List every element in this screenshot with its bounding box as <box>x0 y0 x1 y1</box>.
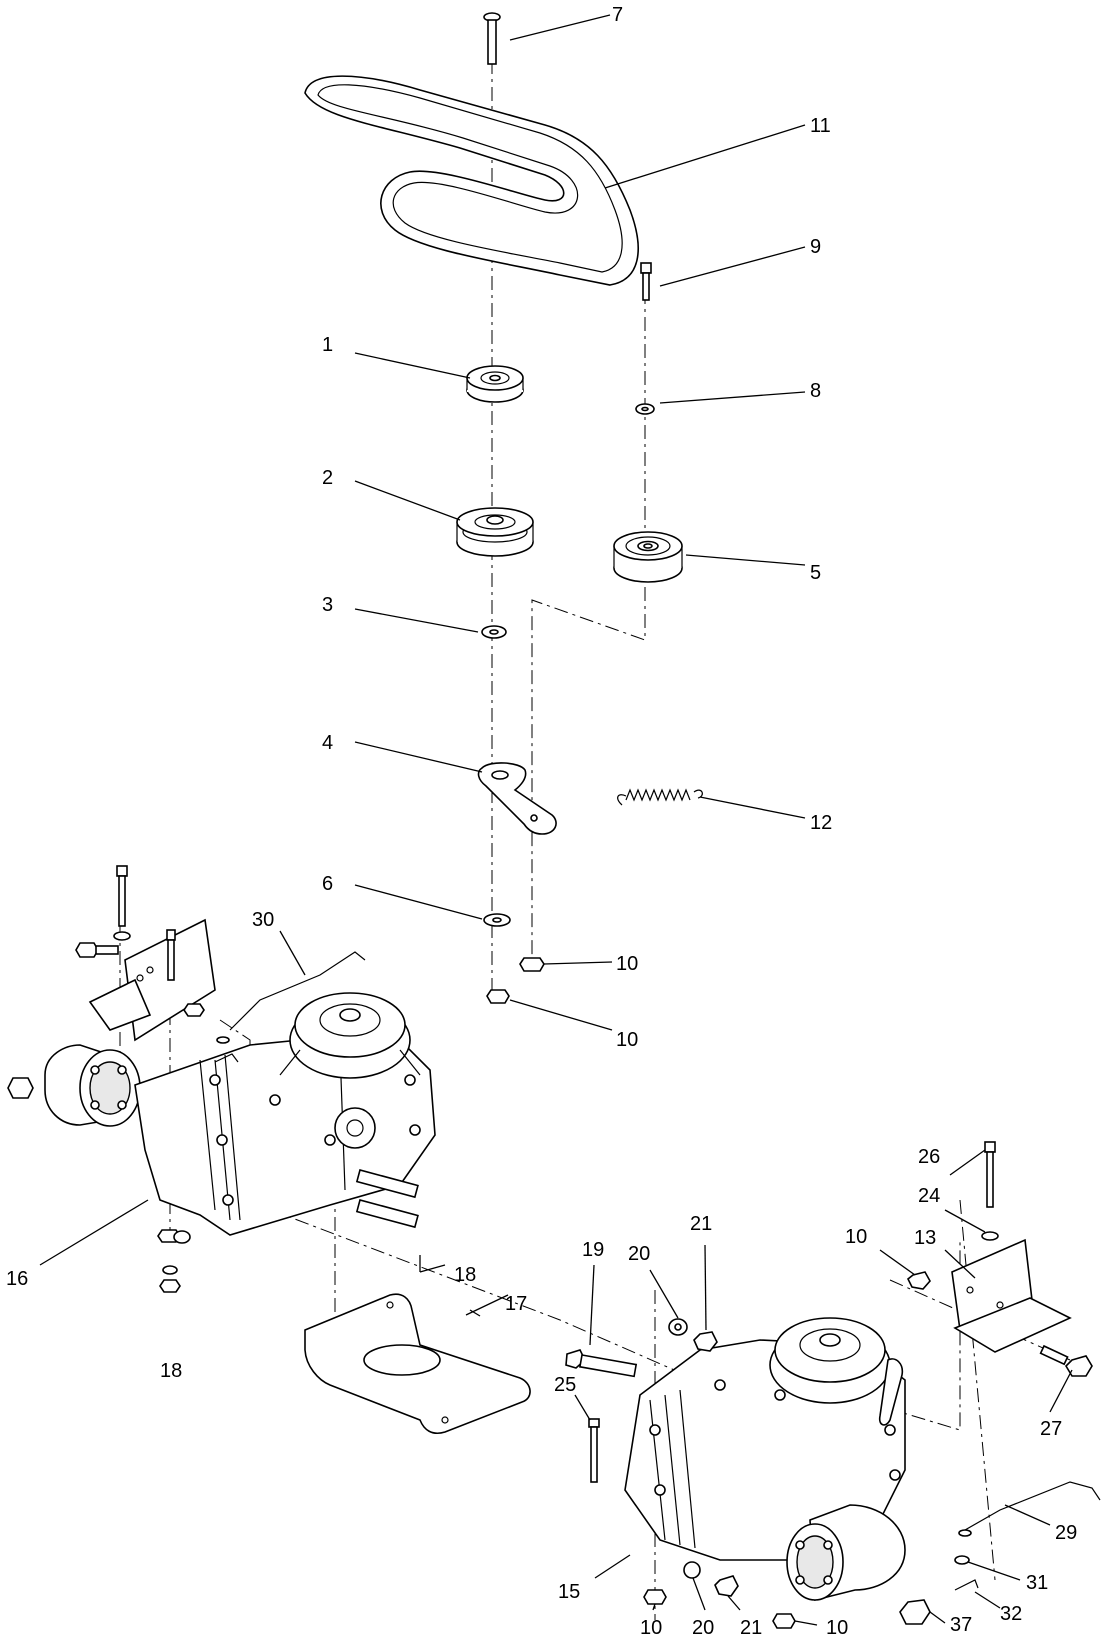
center-bracket-17 <box>304 1293 531 1435</box>
pulley-5 <box>613 531 683 583</box>
callout-10-a: 10 <box>616 953 638 975</box>
washer-3 <box>481 625 507 639</box>
leader-lines <box>39 14 1073 1626</box>
callout-10-c: 10 <box>845 1226 867 1248</box>
callout-2: 2 <box>322 467 333 489</box>
callout-31: 31 <box>1026 1572 1048 1594</box>
center-lines <box>119 60 1071 1620</box>
callout-20-a: 20 <box>628 1243 650 1265</box>
callout-21-a: 21 <box>690 1213 712 1235</box>
idler-arm-4 <box>477 762 557 835</box>
callout-15: 15 <box>558 1581 580 1603</box>
pulley-1 <box>466 365 524 403</box>
pulley-2 <box>456 507 534 557</box>
callout-17: 17 <box>505 1293 527 1315</box>
left-bracket <box>75 865 216 1042</box>
spring-12 <box>617 788 703 806</box>
callout-8: 8 <box>810 380 821 402</box>
right-bracket-13 <box>906 1141 1093 1377</box>
callout-9: 9 <box>810 236 821 258</box>
callout-4: 4 <box>322 732 333 754</box>
callout-6: 6 <box>322 873 333 895</box>
washer-8 <box>635 403 655 415</box>
callout-11: 11 <box>810 115 831 137</box>
callout-37: 37 <box>950 1614 972 1636</box>
left-transaxle-16 <box>7 929 436 1293</box>
bolt-7 <box>483 12 501 65</box>
callout-30: 30 <box>252 909 274 931</box>
callout-26: 26 <box>918 1146 940 1168</box>
callout-3: 3 <box>322 594 333 616</box>
callout-18-b: 18 <box>160 1360 182 1382</box>
callout-20-b: 20 <box>692 1617 714 1639</box>
callout-10-d: 10 <box>640 1617 662 1639</box>
callout-16: 16 <box>6 1268 28 1290</box>
callout-5: 5 <box>810 562 821 584</box>
nut-10-a <box>519 957 545 972</box>
callout-25: 25 <box>554 1374 576 1396</box>
right-transaxle-15 <box>565 1317 1101 1629</box>
callout-19: 19 <box>582 1239 604 1261</box>
callout-10-b: 10 <box>616 1029 638 1051</box>
callout-24: 24 <box>918 1185 940 1207</box>
bolt-9 <box>640 262 652 301</box>
callout-13: 13 <box>914 1227 936 1249</box>
nut-10-b <box>486 989 510 1004</box>
callout-10-e: 10 <box>826 1617 848 1639</box>
callout-12: 12 <box>810 812 832 834</box>
washer-6 <box>483 913 511 927</box>
belt-11 <box>304 75 639 286</box>
callout-29: 29 <box>1055 1522 1077 1544</box>
callout-21-b: 21 <box>740 1617 762 1639</box>
callout-27: 27 <box>1040 1418 1062 1440</box>
callout-1: 1 <box>322 334 333 356</box>
callout-18-a: 18 <box>454 1264 476 1286</box>
callout-32: 32 <box>1000 1603 1022 1625</box>
callout-labels: 7 11 9 1 8 2 5 3 4 12 6 10 10 30 16 18 1… <box>6 4 1077 1639</box>
callout-7: 7 <box>612 4 623 26</box>
